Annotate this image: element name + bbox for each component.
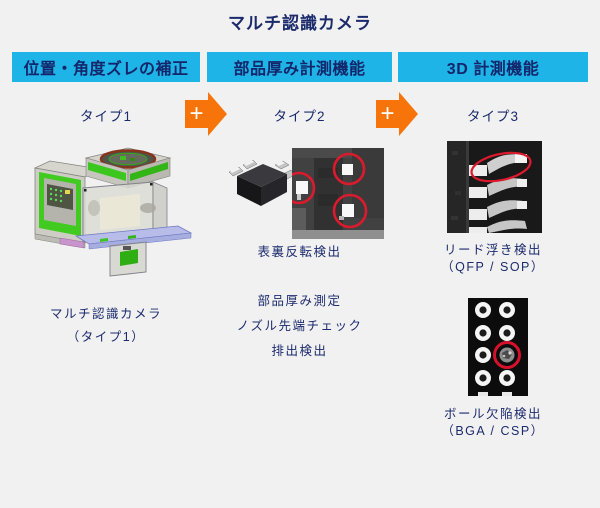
- ball-defect-caption: ボール欠陥検出 （BGA / CSP）: [398, 406, 588, 440]
- ball-defect-caption-line1: ボール欠陥検出: [443, 407, 542, 421]
- lead-float-caption: リード浮き検出 （QFP / SOP）: [398, 242, 588, 276]
- flip-detection-photo: [292, 148, 384, 239]
- plus-symbol: +: [189, 100, 204, 127]
- column-header-thickness-measurement: 部品厚み計測機能: [207, 52, 392, 82]
- connector-2: +: [374, 91, 420, 137]
- feature-thickness-measurement: 部品厚み測定: [257, 294, 342, 308]
- camera-caption-line1: マルチ認識カメラ: [49, 307, 162, 321]
- lifted-lead-photo: [447, 141, 542, 233]
- plus-arrow-icon: [185, 92, 227, 136]
- feature-nozzle-tip-check: ノズル先端チェック: [236, 319, 363, 333]
- camera-caption-line2: （タイプ1）: [66, 330, 146, 344]
- type2-label: タイプ2: [273, 109, 326, 124]
- page-title: マルチ認識カメラ: [228, 14, 372, 33]
- flip-detection-caption: 表裏反転検出: [257, 245, 342, 259]
- lead-float-caption-line2: （QFP / SOP）: [441, 260, 545, 274]
- ball-defect-photo: [468, 298, 528, 396]
- column-header-position-angle-correction: 位置・角度ズレの補正: [12, 52, 200, 82]
- type1-label: タイプ1: [79, 109, 132, 124]
- plus-symbol: +: [380, 100, 395, 127]
- lead-float-caption-line1: リード浮き検出: [443, 243, 542, 257]
- connector-1: +: [183, 91, 229, 137]
- column-header-3d-measurement: 3D 計測機能: [398, 52, 588, 82]
- chip-component-image: [228, 159, 295, 206]
- ball-defect-caption-line2: （BGA / CSP）: [441, 424, 545, 438]
- camera-caption: マルチ認識カメラ （タイプ1）: [12, 303, 200, 349]
- feature-ejection-detection: 排出検出: [271, 344, 328, 358]
- camera-cad-model-image: [33, 147, 193, 277]
- feature-list: 部品厚み測定 ノズル先端チェック 排出検出: [207, 289, 392, 364]
- plus-arrow-icon: [376, 92, 418, 136]
- type3-label: タイプ3: [466, 109, 519, 124]
